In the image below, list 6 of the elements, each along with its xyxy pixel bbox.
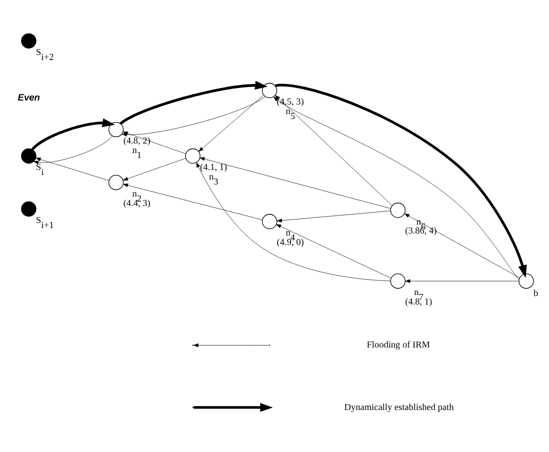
legend-label: Dynamically established path (344, 402, 454, 412)
node-label: (4.1, 1) (200, 162, 228, 173)
node-label: b (534, 288, 538, 298)
node-label: (4.8, 2) (123, 136, 150, 146)
label: Even (18, 92, 40, 102)
legend-label: Flooding of IRM (366, 340, 430, 350)
